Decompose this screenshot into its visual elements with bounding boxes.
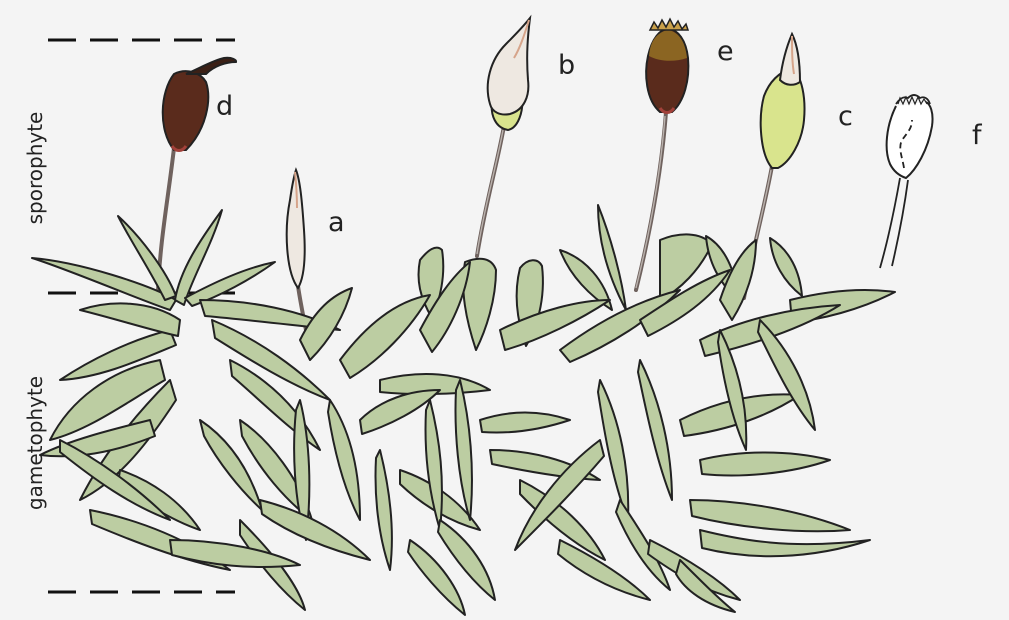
label-e: e [717,36,734,67]
leaf [638,360,672,500]
capsule-f-body [887,102,933,178]
capsule-e [646,19,688,113]
capsule-c-calyptra [780,34,800,85]
label-gametophyte: gametophyte [23,376,47,510]
label-b: b [558,50,575,81]
capsule-c [761,34,805,168]
capsule-f [880,95,933,268]
leaf [340,295,430,378]
capsule-d-body [163,71,208,150]
leaf [700,453,830,476]
leaf [456,380,472,520]
capsule-e-peristome [650,19,688,30]
capsule-a [287,170,305,288]
leaf [170,540,300,567]
leaf [700,530,870,556]
label-d: d [216,91,233,122]
leaf [480,413,570,433]
label-a: a [328,207,345,238]
label-c: c [838,101,853,132]
gametophyte-shoots [32,205,895,615]
capsule-e-upper [649,30,687,61]
capsule-b-calyptra [488,18,530,115]
leaf [376,450,392,570]
label-f: f [972,120,983,151]
seta-highlight-b [477,130,503,254]
leaf [770,238,802,296]
label-sporophyte: sporophyte [23,112,47,225]
leaf [690,500,850,531]
capsule-b [488,18,530,130]
capsule-d-lid [186,58,236,74]
leaf [328,400,360,520]
capsule-f-seta [880,178,908,268]
leaf [676,560,735,612]
